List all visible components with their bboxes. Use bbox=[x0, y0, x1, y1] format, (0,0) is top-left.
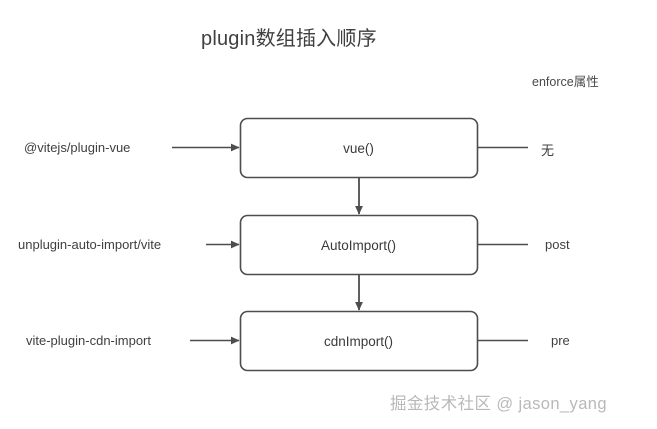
source-label-autoimport: unplugin-auto-import/vite bbox=[18, 237, 162, 252]
enforce-value-cdnimport: pre bbox=[551, 333, 570, 348]
source-label-vue: @vitejs/plugin-vue bbox=[24, 140, 131, 155]
node-label-cdnimport: cdnImport() bbox=[323, 334, 394, 349]
node-label-vue: vue() bbox=[343, 141, 374, 156]
source-label-cdnimport: vite-plugin-cdn-import bbox=[26, 333, 151, 348]
watermark-credit: 掘金技术社区 @ jason_yang bbox=[390, 395, 607, 413]
enforce-value-autoimport: post bbox=[545, 237, 570, 252]
enforce-value-vue: 无 bbox=[541, 143, 555, 158]
node-label-autoimport: AutoImport() bbox=[320, 238, 397, 253]
page-title: plugin数组插入顺序 bbox=[201, 28, 377, 50]
enforce-column-header: enforce属性 bbox=[532, 75, 599, 89]
